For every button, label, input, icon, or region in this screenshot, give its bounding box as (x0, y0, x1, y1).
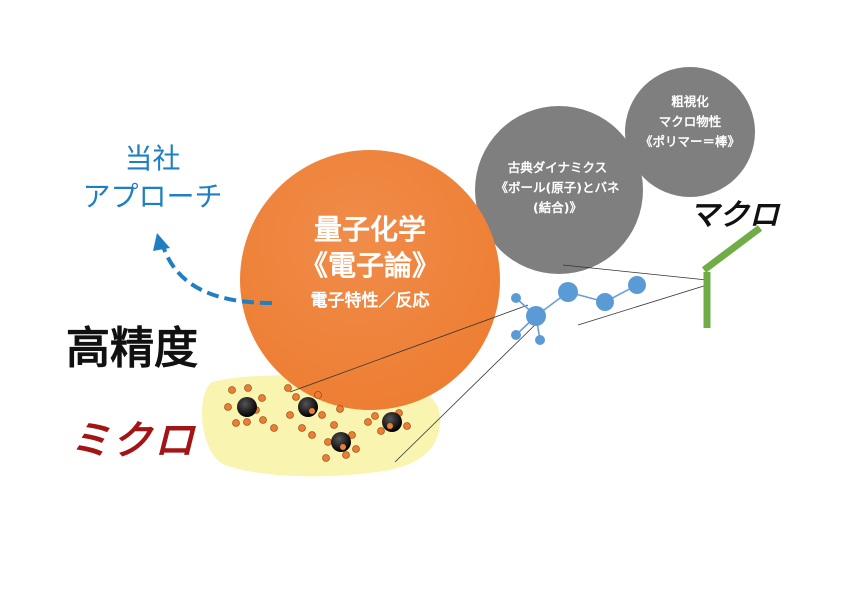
atom-node (526, 306, 546, 326)
atom-node (511, 293, 521, 303)
quantum-chemistry-circle (240, 150, 500, 410)
approach-label: 当社 アプローチ (60, 140, 245, 216)
zoom-lines (289, 264, 708, 463)
atom-node (628, 276, 646, 294)
molecule-model (511, 276, 646, 345)
electron-cloud (224, 384, 411, 462)
approach-arrow (153, 233, 273, 305)
micro-label: ミクロ (70, 418, 196, 464)
atom-node (596, 293, 614, 311)
macro-label: マクロ (689, 198, 779, 233)
quantum-chemistry-text: 量子化学 《電子論》 電子特性／反応 (245, 212, 495, 315)
macro-rod (701, 225, 763, 328)
quantum-title: 量子化学 (313, 213, 426, 246)
coarse-line-1: 粗視化 (671, 94, 709, 109)
quantum-subtitle: 《電子論》 (299, 249, 440, 282)
coarse-grained-circle (625, 67, 755, 197)
classical-dynamics-circle (475, 106, 643, 274)
coarse-line-2: マクロ物性 (658, 114, 722, 129)
atom-node (558, 282, 578, 302)
classical-line-3: (結合)》 (533, 200, 582, 215)
classical-dynamics-text: 古典ダイナミクス 《ボール(原子)とバネ (結合)》 (470, 158, 645, 218)
quantum-detail: 電子特性／反応 (310, 291, 430, 311)
coarse-line-3: 《ポリマー＝棒》 (639, 134, 740, 149)
atom-node (535, 335, 545, 345)
classical-line-1: 古典ダイナミクス (507, 160, 608, 175)
atomic-nuclei (237, 397, 402, 452)
atom-node (511, 330, 521, 340)
high-precision-label: 高精度 (66, 323, 198, 374)
coarse-grained-text: 粗視化 マクロ物性 《ポリマー＝棒》 (628, 92, 752, 152)
approach-line-2: アプローチ (82, 180, 223, 213)
classical-line-2: 《ボール(原子)とバネ (495, 180, 620, 195)
approach-line-1: 当社 (124, 142, 181, 175)
